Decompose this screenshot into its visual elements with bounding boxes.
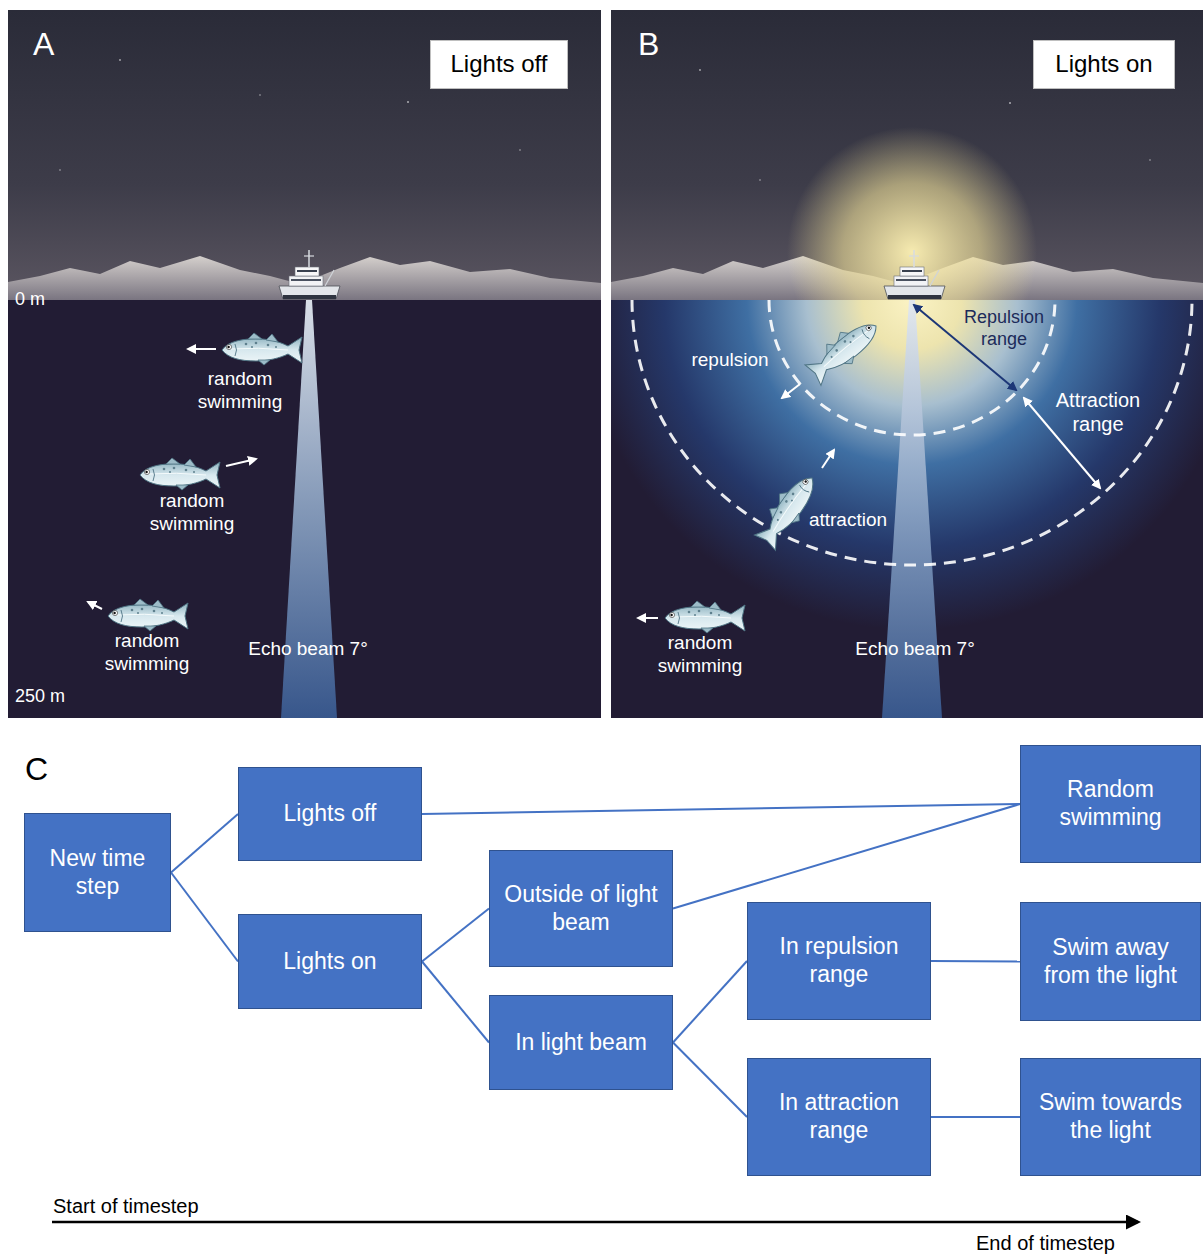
fish: [108, 599, 188, 631]
swim-arrow: [188, 348, 216, 350]
panel-tag: Lights off: [430, 40, 568, 89]
node-text: Lights off: [451, 50, 548, 79]
time-arrow: [52, 1221, 1138, 1224]
connector-line: [673, 1043, 747, 1118]
panel-tag: Lights on: [1033, 40, 1175, 89]
process-box: Lights off: [238, 767, 422, 861]
process-box: In attraction range: [747, 1058, 931, 1176]
label-text: 0 m: [15, 289, 45, 311]
swim-arrow: [88, 602, 102, 609]
node-text: In attraction range: [758, 1089, 920, 1144]
connector-line: [673, 804, 1020, 909]
process-box: New time step: [24, 813, 171, 932]
label-text: repulsion: [680, 349, 780, 372]
connector-line: [422, 804, 1020, 814]
attraction-boundary: [632, 300, 1192, 565]
process-box: In light beam: [489, 995, 673, 1090]
fish: [665, 601, 745, 633]
swim-arrow: [638, 617, 658, 619]
node-text: In repulsion range: [758, 933, 920, 988]
label-text: Attraction range: [1046, 388, 1150, 436]
label-text: random swimming: [185, 368, 295, 414]
node-text: New time step: [35, 845, 160, 900]
label-text: random swimming: [645, 632, 755, 678]
fish: [140, 458, 220, 490]
label-text: Repulsion range: [956, 307, 1052, 350]
swim-arrow: [226, 459, 256, 466]
node-text: Swim towards the light: [1031, 1089, 1190, 1144]
fish: [222, 333, 302, 365]
process-box: Swim towards the light: [1020, 1058, 1201, 1176]
swim-arrow: [782, 384, 800, 398]
connector-line: [171, 814, 238, 873]
ship: [884, 250, 945, 299]
connector-line: [171, 873, 238, 962]
repulsion-boundary: [769, 300, 1055, 435]
node-text: Swim away from the light: [1031, 934, 1190, 989]
panel-lights-off: [8, 10, 601, 718]
label-text: End of timestep: [915, 1231, 1115, 1255]
range-arrow: [1024, 398, 1100, 488]
connector-line: [422, 909, 489, 962]
label-text: A: [33, 25, 54, 63]
process-box: Swim away from the light: [1020, 902, 1201, 1021]
label-text: random swimming: [137, 490, 247, 536]
label-text: Start of timestep: [53, 1194, 199, 1218]
label-text: Echo beam 7°: [830, 638, 1000, 661]
lit-water: [611, 300, 1203, 718]
water: [8, 300, 601, 718]
label-text: attraction: [798, 509, 898, 532]
swim-arrow: [822, 450, 834, 468]
ship: [279, 250, 340, 299]
label-text: Echo beam 7°: [223, 638, 393, 661]
node-text: Random swimming: [1031, 776, 1190, 831]
connector-line: [422, 962, 489, 1043]
node-text: Lights on: [1055, 50, 1152, 79]
panel-lights-on: [611, 10, 1203, 718]
label-text: B: [638, 25, 659, 63]
connector-line: [673, 961, 747, 1043]
process-box: Outside of light beam: [489, 850, 673, 967]
label-text: random swimming: [92, 630, 202, 676]
fish: [802, 313, 885, 387]
node-text: Lights on: [283, 948, 376, 976]
process-box: Random swimming: [1020, 745, 1201, 863]
label-text: 250 m: [15, 686, 65, 708]
sky: [8, 10, 601, 300]
node-text: Outside of light beam: [500, 881, 662, 936]
label-text: C: [25, 750, 48, 788]
process-box: Lights on: [238, 914, 422, 1009]
node-text: In light beam: [515, 1029, 647, 1057]
node-text: Lights off: [284, 800, 377, 828]
process-box: In repulsion range: [747, 902, 931, 1020]
connector-line: [931, 1116, 1020, 1118]
connector-line: [931, 960, 1020, 963]
